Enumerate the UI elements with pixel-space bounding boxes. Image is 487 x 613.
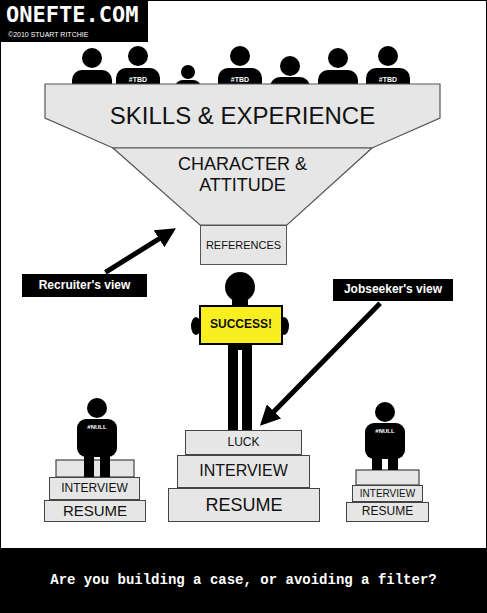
box-text: LUCK: [227, 436, 259, 450]
box-text: RESUME: [63, 502, 127, 519]
caption-bar: Are you building a case, or avoiding a f…: [0, 548, 487, 613]
box-text: REFERENCES: [206, 239, 281, 252]
stair-step: RESUME: [44, 500, 146, 522]
tag-label: #NULL: [375, 428, 394, 434]
box-text: RESUME: [362, 505, 413, 519]
box-text: SUCCESS!: [210, 318, 272, 332]
box-text: Recruiter's view: [39, 279, 131, 293]
stair-step: INTERVIEW: [352, 485, 423, 502]
logo-text: ONEFTE.COM: [6, 2, 138, 27]
box-text: SKILLS & EXPERIENCE: [110, 102, 375, 130]
box-text: INTERVIEW: [199, 462, 288, 480]
box-text: INTERVIEW: [360, 488, 415, 500]
box-text: Jobseeker's view: [344, 283, 442, 297]
arrow-connector: [105, 231, 171, 273]
box-text: INTERVIEW: [61, 482, 127, 496]
funnel-band: CHARACTER & ATTITUDE: [113, 148, 372, 225]
tag-label: #TBD: [129, 76, 147, 83]
caption-text: Are you building a case, or avoiding a f…: [50, 572, 436, 588]
stair-step: RESUME: [168, 488, 320, 522]
success-sign: SUCCESS!: [199, 305, 283, 345]
funnel-stem: REFERENCES: [200, 225, 287, 265]
stair-step: INTERVIEW: [49, 477, 140, 500]
tag-label: #TBD: [231, 76, 249, 83]
callout-box: Recruiter's view: [22, 274, 147, 297]
center-figure: [191, 272, 289, 431]
stair-step: LUCK: [185, 430, 302, 455]
stair-step: RESUME: [346, 502, 429, 522]
tag-label: #TBD: [379, 76, 397, 83]
funnel-band: SKILLS & EXPERIENCE: [45, 84, 440, 148]
callout-box: Jobseeker's view: [333, 279, 453, 301]
stair-step: INTERVIEW: [177, 455, 310, 488]
tag-label: #NULL: [87, 424, 106, 430]
box-text: RESUME: [205, 495, 282, 516]
box-text: CHARACTER & ATTITUDE: [158, 154, 328, 195]
copyright-note: ©2010 STUART RITCHIE: [8, 31, 88, 38]
